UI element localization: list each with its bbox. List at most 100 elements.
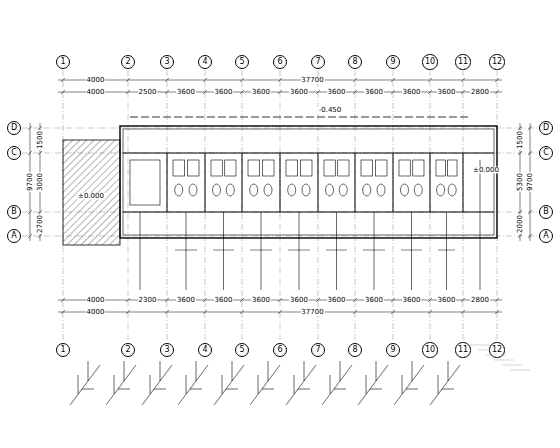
axis-bubble: D bbox=[539, 121, 553, 135]
dimension-tick bbox=[61, 78, 65, 82]
iso-pipe bbox=[304, 361, 305, 381]
iso-pipe bbox=[222, 375, 223, 394]
pipe-riser bbox=[186, 212, 187, 290]
corridor-wall bbox=[123, 212, 494, 213]
pipe-branch bbox=[401, 250, 422, 251]
dimension-text: 3600 bbox=[289, 297, 309, 304]
dimension-text: 3600 bbox=[437, 297, 457, 304]
dimension-tick bbox=[126, 90, 130, 94]
dimension-tick bbox=[278, 90, 282, 94]
fixture bbox=[338, 160, 349, 176]
axis-bubble: 4 bbox=[198, 55, 212, 69]
axis-bubble: 9 bbox=[386, 55, 400, 69]
dimension-text: 2500 bbox=[138, 89, 158, 96]
axis-label: D bbox=[543, 124, 549, 132]
axis-label: 10 bbox=[425, 346, 435, 354]
iso-pipe bbox=[142, 365, 172, 405]
axis-bubble: 6 bbox=[273, 343, 287, 357]
axis-bubble: 6 bbox=[273, 55, 287, 69]
dimension-tick bbox=[28, 210, 32, 214]
dimension-text: 9700 bbox=[27, 172, 34, 192]
dimension-text: 2800 bbox=[470, 297, 490, 304]
axis-bubble: 5 bbox=[235, 343, 249, 357]
faint-note bbox=[502, 365, 522, 366]
dimension-text: 3600 bbox=[402, 89, 422, 96]
iso-pipe bbox=[322, 365, 352, 405]
dimension-tick bbox=[278, 298, 282, 302]
dimension-tick bbox=[203, 90, 207, 94]
iso-pipe bbox=[262, 389, 274, 390]
dimension-text: 3600 bbox=[327, 297, 347, 304]
room bbox=[130, 160, 160, 205]
fixture bbox=[225, 160, 236, 176]
dimension-tick bbox=[528, 234, 532, 238]
dimension-text: 1500 bbox=[37, 130, 44, 150]
iso-pipe bbox=[448, 361, 449, 381]
axis-bubble: 2 bbox=[121, 55, 135, 69]
dimension-text: 2000 bbox=[517, 214, 524, 234]
pipe-riser bbox=[411, 212, 412, 290]
dimension-text: 2700 bbox=[37, 214, 44, 234]
partition-wall bbox=[280, 153, 281, 212]
axis-bubble: 3 bbox=[160, 343, 174, 357]
axis-bubble: 2 bbox=[121, 343, 135, 357]
axis-label: 10 bbox=[425, 58, 435, 66]
dimension-text: 5300 bbox=[517, 172, 524, 192]
dimension-tick bbox=[61, 298, 65, 302]
axis-label: 7 bbox=[315, 58, 320, 66]
dimension-tick bbox=[126, 310, 130, 314]
dimension-tick bbox=[61, 310, 65, 314]
toilet bbox=[437, 184, 445, 196]
dimension-tick bbox=[353, 90, 357, 94]
partition-wall bbox=[242, 153, 243, 212]
dimension-text: 3600 bbox=[251, 297, 271, 304]
iso-pipe bbox=[430, 365, 460, 405]
pipe-branch bbox=[326, 250, 347, 251]
toilet bbox=[288, 184, 296, 196]
pipe-riser bbox=[336, 212, 337, 290]
axis-label: 6 bbox=[277, 58, 282, 66]
iso-pipe bbox=[78, 375, 79, 394]
fixture bbox=[211, 160, 222, 176]
dimension-tick bbox=[28, 234, 32, 238]
fixture bbox=[413, 160, 424, 176]
dimension-tick bbox=[518, 234, 522, 238]
dimension-text: 2800 bbox=[470, 89, 490, 96]
dimension-tick bbox=[495, 78, 499, 82]
axis-bubble: 11 bbox=[455, 54, 470, 69]
dimension-text: 2300 bbox=[138, 297, 158, 304]
axis-label: D bbox=[11, 124, 17, 132]
iso-pipe bbox=[294, 375, 295, 394]
elevation-mark: ±0.000 bbox=[472, 167, 500, 174]
dimension-tick bbox=[495, 310, 499, 314]
iso-pipe bbox=[232, 361, 233, 381]
iso-pipe bbox=[154, 389, 166, 390]
axis-bubble: 12 bbox=[489, 54, 504, 69]
fixture bbox=[300, 160, 312, 176]
axis-label: B bbox=[543, 208, 549, 216]
axis-label: 8 bbox=[352, 346, 357, 354]
dimension-tick bbox=[165, 310, 169, 314]
pipe-branch bbox=[213, 250, 234, 251]
axis-label: 11 bbox=[458, 58, 468, 66]
pipe-branch bbox=[438, 250, 455, 251]
dimension-tick bbox=[203, 298, 207, 302]
axis-label: 2 bbox=[125, 346, 130, 354]
axis-label: 1 bbox=[60, 58, 65, 66]
dimension-text: 9700 bbox=[527, 172, 534, 192]
axis-label: 8 bbox=[352, 58, 357, 66]
elevation-mark: -0.450 bbox=[318, 107, 343, 114]
dimension-text: 1500 bbox=[517, 130, 524, 150]
axis-label: B bbox=[11, 208, 17, 216]
dimension-tick bbox=[461, 310, 465, 314]
iso-pipe bbox=[226, 389, 238, 390]
axis-label: 6 bbox=[277, 346, 282, 354]
dimension-tick bbox=[38, 151, 42, 155]
iso-pipe bbox=[106, 365, 136, 405]
drain-pipe bbox=[130, 117, 470, 118]
dimension-text: 3600 bbox=[327, 89, 347, 96]
iso-pipe bbox=[340, 361, 341, 381]
faint-note bbox=[470, 345, 490, 346]
iso-pipe bbox=[214, 365, 244, 405]
